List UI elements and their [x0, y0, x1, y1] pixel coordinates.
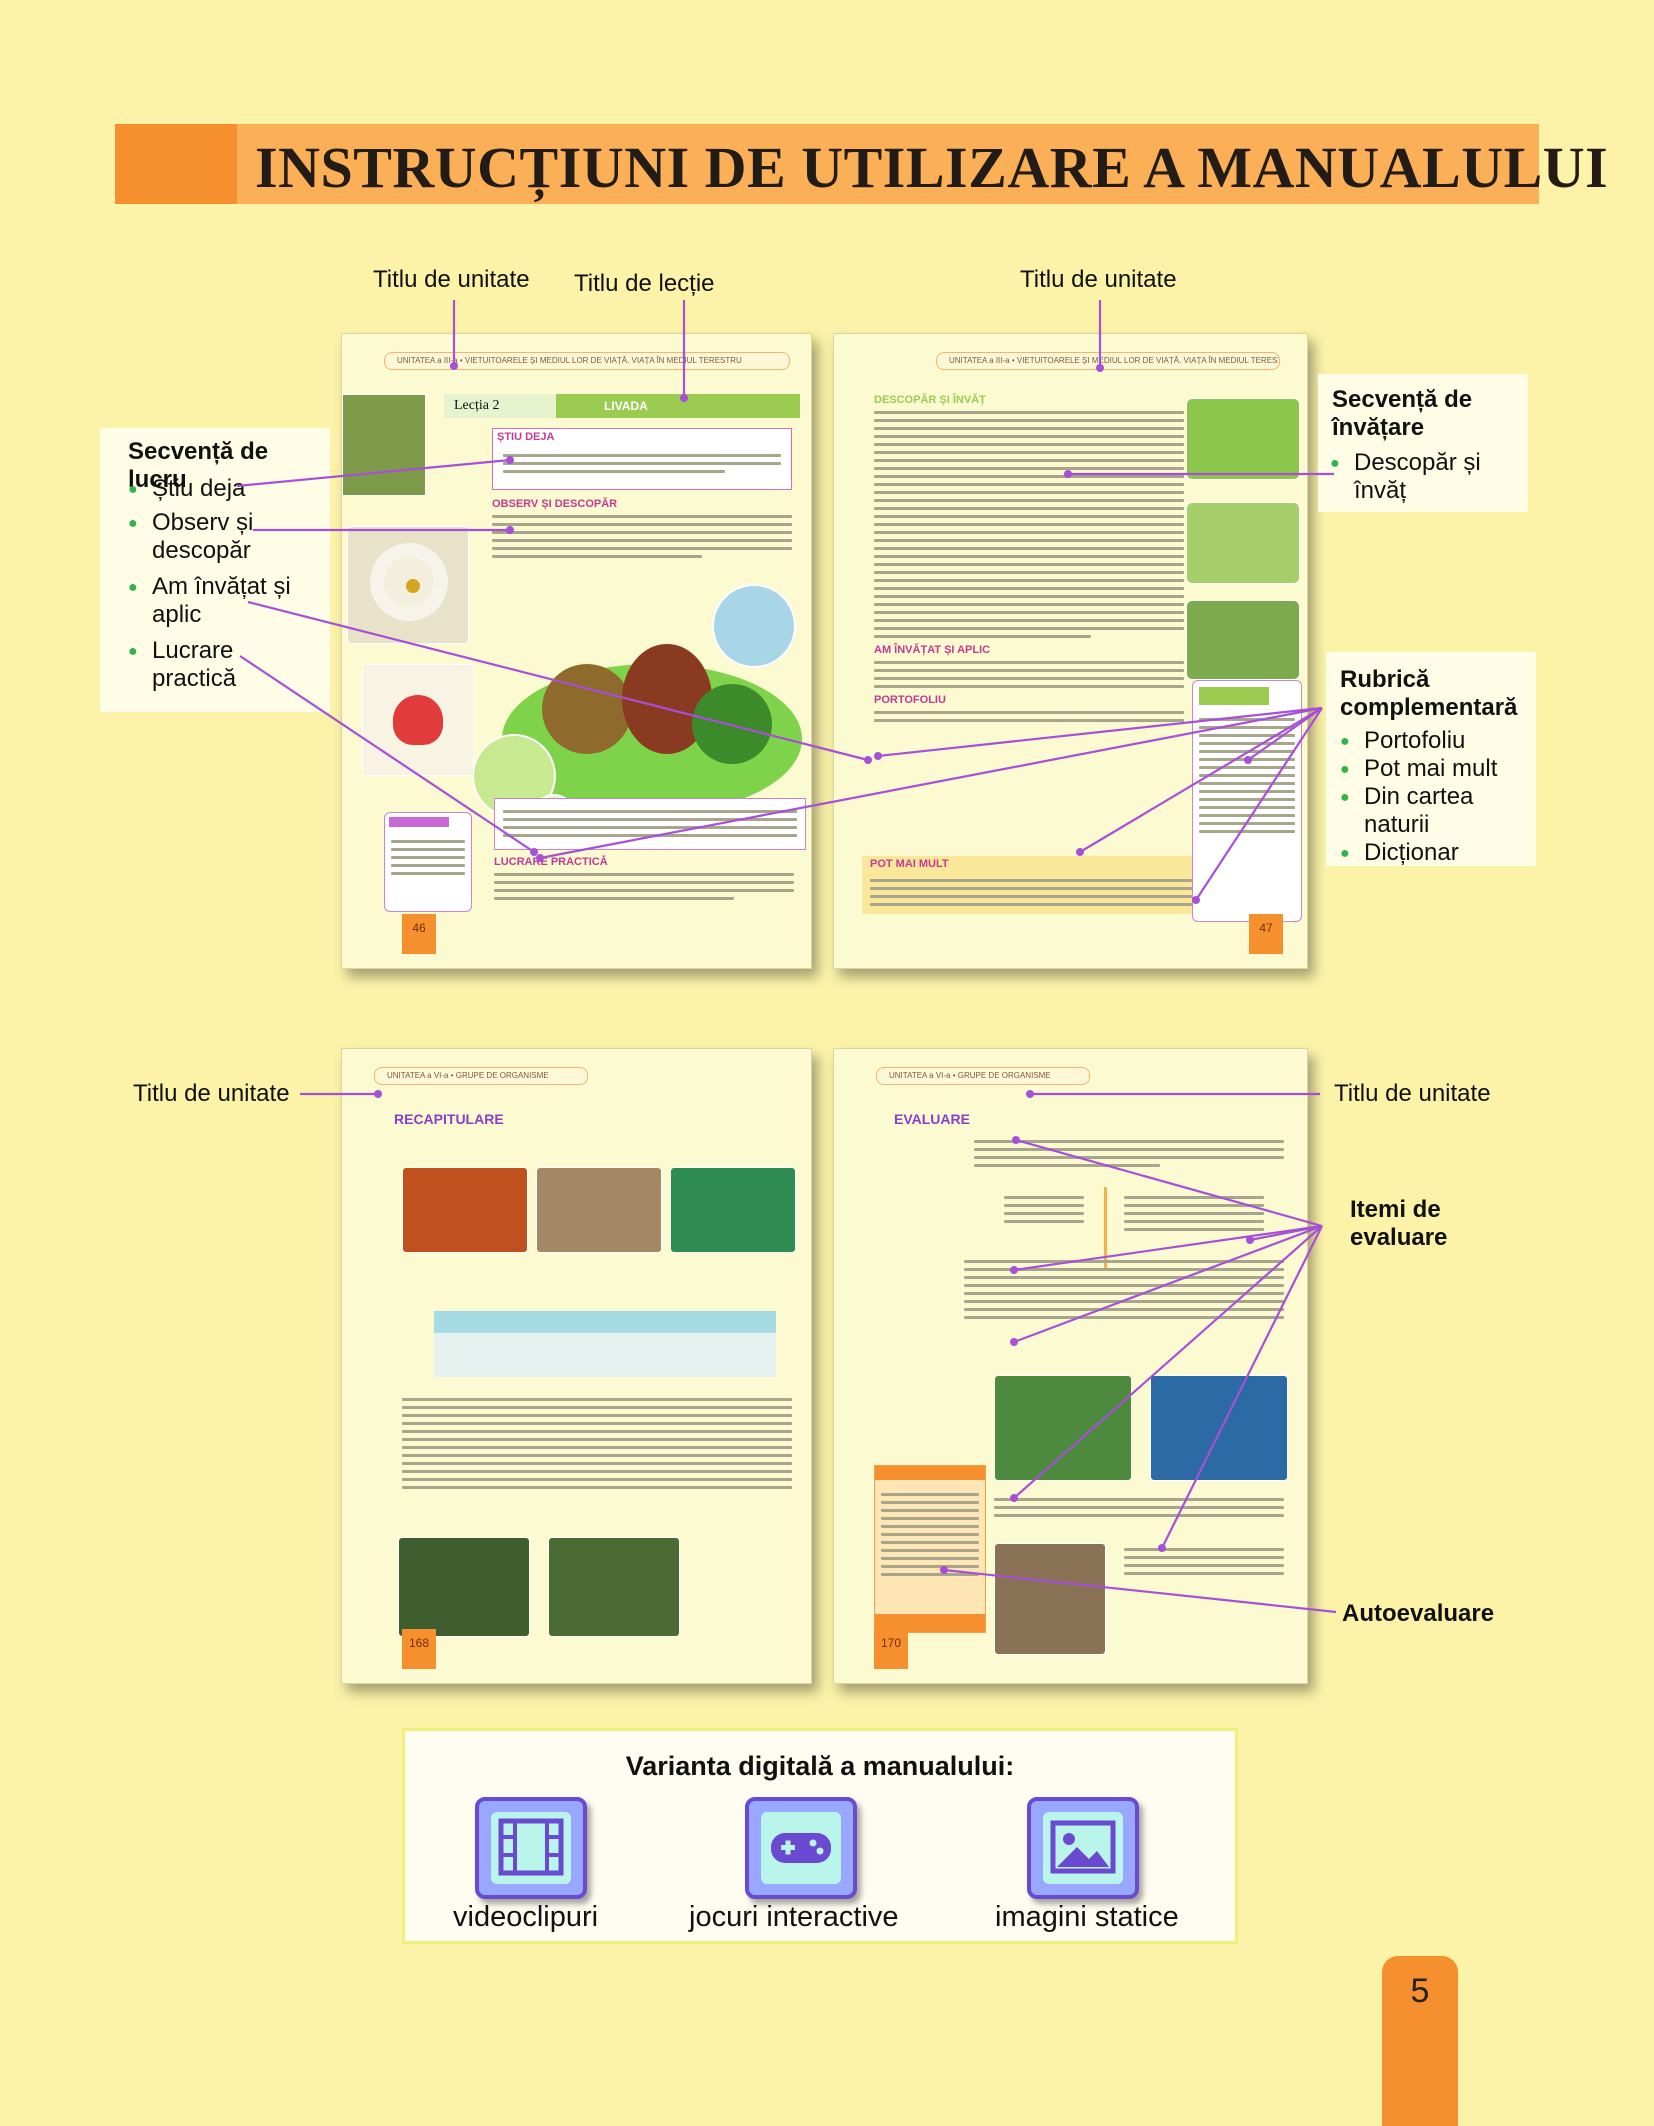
learning-sequence-callout: Secvență de învățare Descopăr și învăț — [1318, 374, 1528, 512]
label-self-assessment: Autoevaluare — [1342, 1600, 1495, 1627]
unit-strip: UNITATEA a VI-a • GRUPE DE ORGANISME — [876, 1067, 1090, 1085]
tree-photo — [342, 394, 426, 496]
page-number-badge: 170 — [874, 1629, 908, 1669]
header-bar — [237, 124, 1539, 204]
review-heading: RECAPITULARE — [394, 1111, 504, 1127]
image-icon[interactable] — [1027, 1797, 1139, 1899]
white-flower-photo — [398, 1537, 530, 1637]
practical-work-block: LUCRARE PRACTICĂ — [494, 856, 794, 905]
page-number-badge: 46 — [402, 914, 436, 954]
page-title: INSTRUCȚIUNI DE UTILIZARE A MANUALULUI — [255, 135, 1609, 200]
lesson-left-page: UNITATEA a III-a • VIETUITOARELE ȘI MEDI… — [341, 333, 812, 969]
page-number-badge: 47 — [1249, 914, 1283, 954]
evaluation-heading: EVALUARE — [894, 1111, 970, 1127]
review-table — [434, 1311, 776, 1377]
unit-strip: UNITATEA a III-a • VIETUITOARELE ȘI MEDI… — [384, 352, 790, 370]
learning-sequence-title: Secvență de învățare — [1332, 386, 1473, 441]
compl-item-dictionar: Dicționar — [1338, 839, 1459, 868]
text-block: OBSERV ȘI DESCOPĂR — [492, 498, 792, 563]
page-number-badge: 168 — [402, 1629, 436, 1669]
label-unit-title: Titlu de unitate — [1334, 1080, 1491, 1107]
learning-item-descopar: Descopăr și învăț — [1328, 449, 1484, 505]
label-lesson-title: Titlu de lecție — [574, 270, 715, 297]
complementary-title: Rubrică complementară — [1340, 666, 1518, 721]
flower-diagram — [362, 664, 474, 776]
fish-photo — [994, 1375, 1132, 1481]
digital-version-title: Varianta digitală a manualului: — [625, 1751, 1015, 1781]
self-evaluation-table — [874, 1465, 986, 1633]
film-icon[interactable] — [475, 1797, 587, 1899]
work-sequence-callout: Secvență de lucru Știu deja Observ și de… — [100, 428, 330, 712]
label-unit-title: Titlu de unitate — [1020, 266, 1177, 293]
eval-text-3 — [994, 1493, 1284, 1522]
snail-photo — [1186, 502, 1300, 584]
gamepad-icon[interactable] — [745, 1797, 857, 1899]
bacteria-photo — [402, 1167, 528, 1253]
work-item-lucrare: Lucrare practică — [126, 637, 282, 693]
stiu-deja-box: ȘTIU DEJA — [492, 428, 792, 490]
lesson-title-bar: Lecția 2 LIVADA — [444, 394, 800, 418]
header-accent-block — [115, 124, 237, 204]
work-item-am-invatat: Am învățat și aplic — [126, 573, 302, 629]
pot-mai-mult-box: POT MAI MULT — [862, 856, 1200, 914]
label-unit-title: Titlu de unitate — [133, 1080, 290, 1107]
orchard-illustration — [472, 584, 802, 838]
stiu-deja-heading: ȘTIU DEJA — [497, 431, 555, 443]
lesson-number: Lecția 2 — [444, 394, 556, 418]
lesson-title: LIVADA — [604, 399, 648, 413]
lizard-photo — [1186, 600, 1300, 680]
text-column: DESCOPĂR ȘI ÎNVĂȚ AM ÎNVĂȚAT ȘI APLIC PO… — [874, 394, 1184, 727]
unit-strip: UNITATEA a VI-a • GRUPE DE ORGANISME — [374, 1067, 588, 1085]
complementary-callout: Rubrică complementară Portofoliu Pot mai… — [1326, 652, 1536, 868]
digital-label-games: jocuri interactive — [689, 1901, 899, 1933]
algae-photo — [670, 1167, 796, 1253]
compl-item-din-cartea: Din cartea naturii — [1338, 783, 1504, 839]
digital-label-videos: videoclipuri — [453, 1901, 599, 1933]
from-nature-box — [1192, 680, 1302, 922]
digital-label-images: imagini statice — [995, 1901, 1179, 1933]
dolphin-photo — [1150, 1375, 1288, 1481]
lesson-right-page: UNITATEA a III-a • VIETUITOARELE ȘI MEDI… — [833, 333, 1308, 969]
unit-strip: UNITATEA a III-a • VIETUITOARELE ȘI MEDI… — [936, 352, 1280, 370]
evaluation-right-page: UNITATEA a VI-a • GRUPE DE ORGANISME EVA… — [833, 1048, 1308, 1684]
eval-text-4 — [1124, 1543, 1284, 1580]
compl-item-portofoliu: Portofoliu — [1338, 727, 1465, 756]
tobacco-flower-photo — [548, 1537, 680, 1637]
label-unit-title: Titlu de unitate — [373, 266, 530, 293]
task-box — [494, 798, 806, 850]
compl-item-pot-mai-mult: Pot mai mult — [1338, 755, 1497, 784]
frog-photo — [1186, 398, 1300, 480]
eval-text — [974, 1135, 1284, 1172]
digital-version-box: Varianta digitală a manualului: videocli… — [402, 1728, 1238, 1944]
label-assessment-items: Itemi de evaluare — [1350, 1196, 1448, 1251]
dictionary-box — [384, 812, 472, 912]
work-item-observ: Observ și descopăr — [126, 509, 302, 565]
work-item-stiu-deja: Știu deja — [126, 475, 245, 504]
page-number-tab — [1382, 1956, 1458, 2126]
page-number: 5 — [1410, 1972, 1430, 2010]
review-text — [402, 1393, 792, 1494]
paramecium-photo — [536, 1167, 662, 1253]
aardvark-photo — [994, 1543, 1106, 1655]
review-left-page: UNITATEA a VI-a • GRUPE DE ORGANISME REC… — [341, 1048, 812, 1684]
matching-columns — [974, 1181, 1284, 1291]
